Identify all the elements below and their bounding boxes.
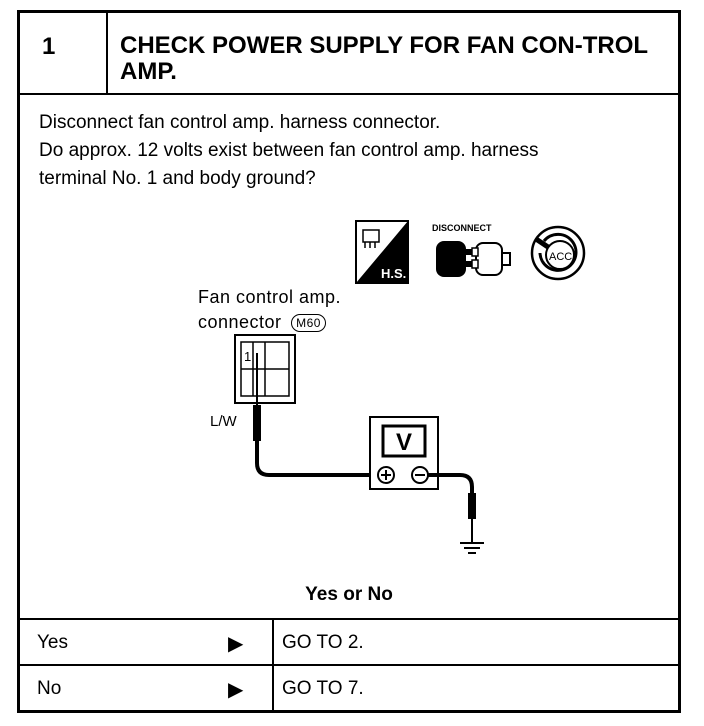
option-answer: No (37, 678, 62, 699)
instruction-line: terminal No. 1 and body ground? (39, 168, 316, 189)
hs-label: H.S. (381, 266, 406, 281)
instruction-line: Do approx. 12 volts exist between fan co… (39, 140, 539, 161)
terminal-number: 1 (244, 349, 251, 364)
arrow-right-icon: ▶ (228, 633, 244, 655)
disconnect-icon: DISCONNECT (432, 223, 511, 277)
instructions: Disconnect fan control amp. harness conn… (39, 109, 669, 193)
negative-probe (428, 473, 476, 543)
connector-code: M60 (296, 316, 321, 331)
option-answer: Yes (37, 632, 68, 653)
step-title: CHECK POWER SUPPLY FOR FAN CON-TROL AMP. (108, 13, 678, 93)
option-divider (272, 620, 274, 664)
connector-code-badge: M60 (291, 314, 326, 333)
voltmeter: V (369, 416, 439, 490)
option-target: GO TO 2. (282, 632, 364, 653)
option-row-yes: Yes ▶ GO TO 2. (20, 618, 678, 664)
wire-color-label: L/W (210, 413, 237, 430)
option-divider (272, 666, 274, 710)
harness-side-icon: H.S. (355, 220, 409, 284)
header-divider (20, 93, 678, 95)
connector-shape: 1 (234, 334, 296, 404)
positive-probe (253, 353, 370, 477)
ground-symbol (460, 542, 484, 554)
ignition-key-acc-icon: ACC (530, 225, 586, 281)
acc-label: ACC (549, 251, 572, 263)
option-row-no: No ▶ GO TO 7. (20, 664, 678, 710)
step-title-text: CHECK POWER SUPPLY FOR FAN CON-TROL AMP. (120, 32, 648, 85)
instruction-line: Disconnect fan control amp. harness conn… (39, 112, 441, 133)
connector-label-text: connector (198, 312, 282, 332)
connector-label-line1: Fan control amp. (198, 287, 342, 307)
disconnect-label: DISCONNECT (432, 223, 492, 233)
meter-symbol: V (396, 429, 412, 456)
diagnostic-step-frame: 1 CHECK POWER SUPPLY FOR FAN CON-TROL AM… (17, 10, 681, 713)
result-heading: Yes or No (305, 584, 393, 605)
arrow-right-icon: ▶ (228, 679, 244, 701)
option-target: GO TO 7. (282, 678, 364, 699)
step-number: 1 (20, 13, 108, 93)
connector-label-line2: connector M60 (198, 310, 341, 335)
connector-label: Fan control amp. connector M60 (198, 285, 341, 335)
circuit-diagram: 1 V (234, 334, 484, 554)
